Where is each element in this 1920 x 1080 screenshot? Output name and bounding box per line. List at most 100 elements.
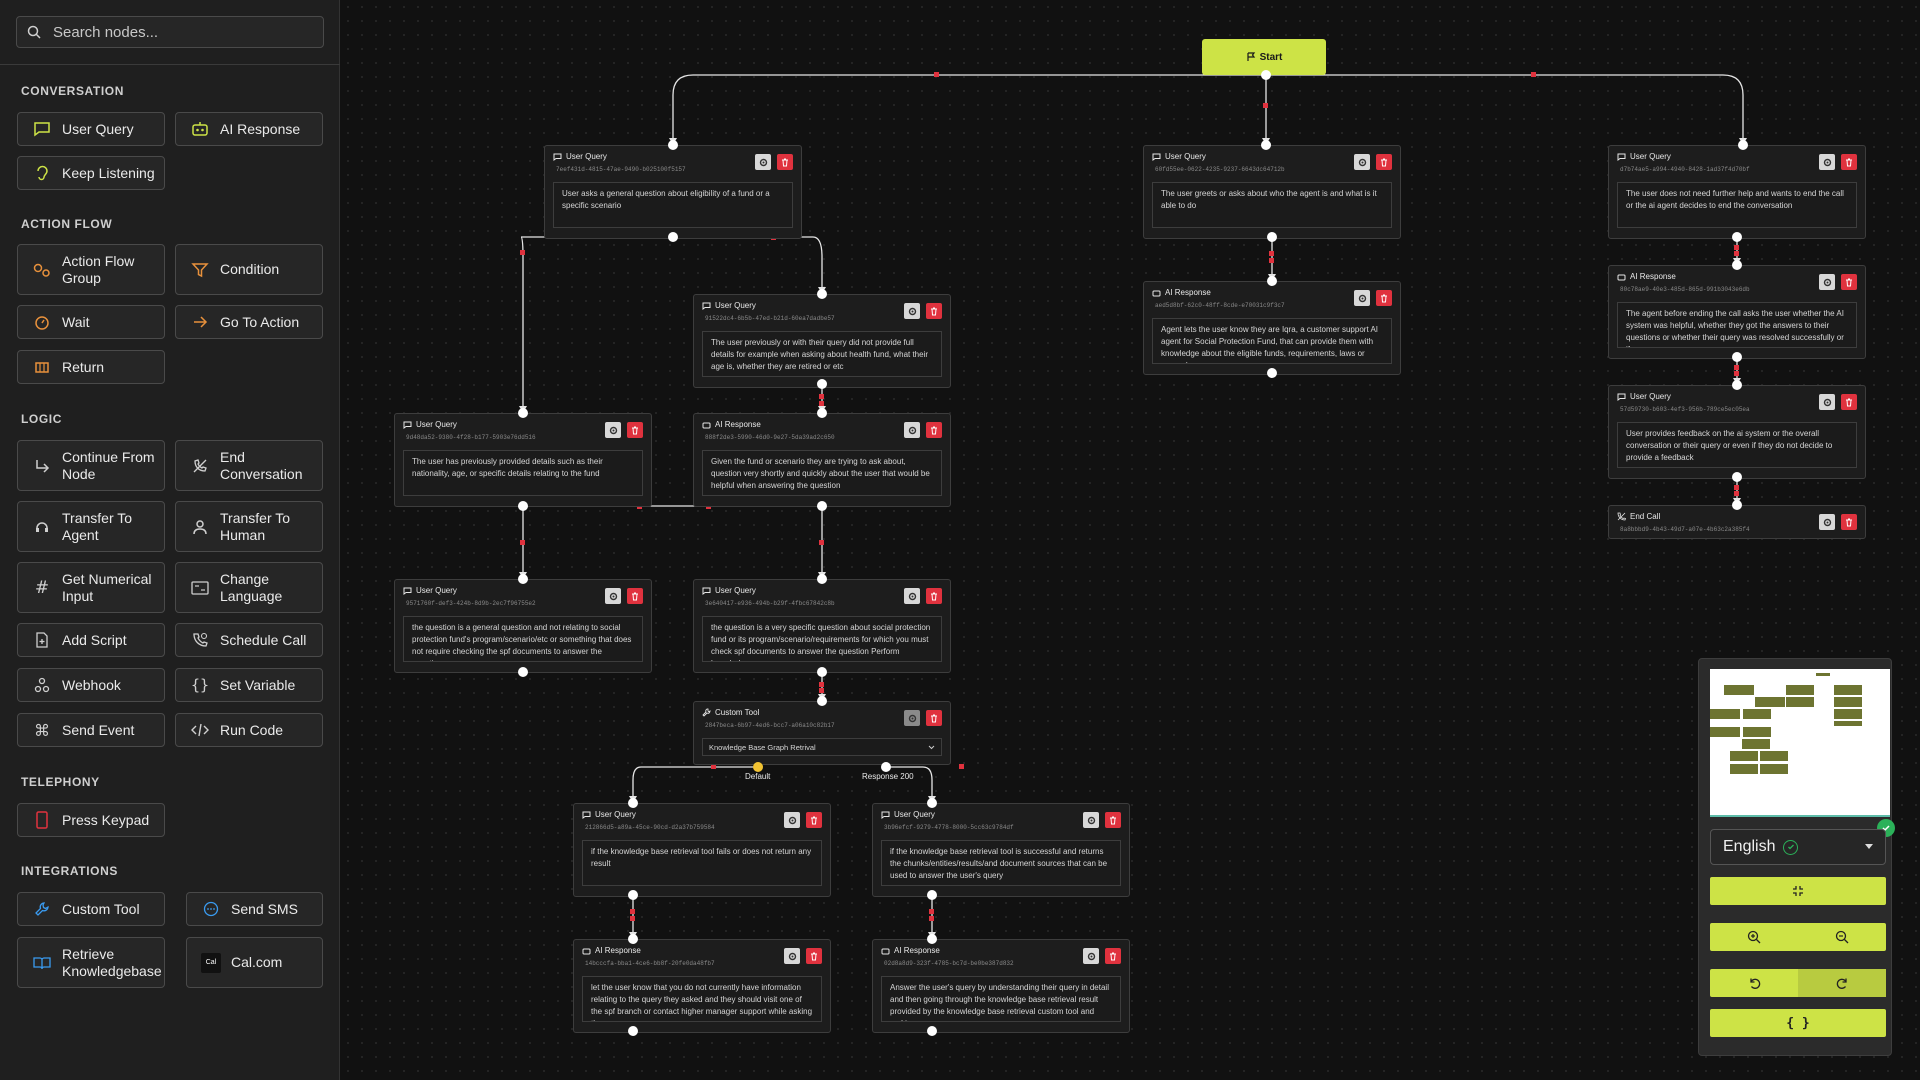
handle-out-response-200[interactable] — [881, 762, 891, 772]
node-description[interactable]: if the knowledge base retrieval tool fai… — [582, 840, 822, 886]
palette-keep-listening[interactable]: Keep Listening — [17, 156, 165, 190]
palette-change-language[interactable]: Change Language — [175, 562, 323, 613]
palette-transfer-to-human[interactable]: Transfer To Human — [175, 501, 323, 552]
zoom-out-button[interactable] — [1798, 923, 1886, 951]
node-n11[interactable]: AI Response 02d8a8d9-323f-4785-bc7d-be0b… — [872, 939, 1130, 1033]
handle-in[interactable] — [1732, 500, 1742, 510]
node-description[interactable]: User provides feedback on the ai system … — [1617, 422, 1857, 468]
node-n2[interactable]: User Query 91522dc4-6b5b-47ed-b21d-60ea7… — [693, 294, 951, 388]
handle-out[interactable] — [1732, 472, 1742, 482]
node-description[interactable]: The user does not need further help and … — [1617, 182, 1857, 228]
node-description[interactable]: the question is a very specific question… — [702, 616, 942, 662]
handle-out[interactable] — [817, 501, 827, 511]
node-delete-button[interactable] — [926, 303, 942, 319]
handle-in[interactable] — [518, 574, 528, 584]
handle-in[interactable] — [518, 408, 528, 418]
palette-run-code[interactable]: Run Code — [175, 713, 323, 747]
node-n1[interactable]: User Query 7eef431d-4815-47ae-9490-b0251… — [544, 145, 802, 239]
node-n17[interactable]: End Call 8a8bbbd9-4b43-49d7-a07e-4b63c2a… — [1608, 505, 1866, 539]
node-description[interactable]: The user previously or with their query … — [702, 331, 942, 377]
handle-in[interactable] — [1732, 380, 1742, 390]
palette-custom-tool[interactable]: Custom Tool — [17, 892, 165, 926]
node-description[interactable]: The user has previously provided details… — [403, 450, 643, 496]
node-n15[interactable]: AI Response 80c78ae9-40e3-485d-865d-991b… — [1608, 265, 1866, 359]
redo-button[interactable] — [1798, 969, 1886, 997]
node-n14[interactable]: User Query d7b74ae5-a994-4940-8428-1ad37… — [1608, 145, 1866, 239]
node-delete-button[interactable] — [926, 422, 942, 438]
node-settings-button[interactable] — [1819, 154, 1835, 170]
node-description[interactable]: Agent lets the user know they are Iqra, … — [1152, 318, 1392, 364]
palette-ai-response[interactable]: AI Response — [175, 112, 323, 146]
node-delete-button[interactable] — [806, 948, 822, 964]
handle-in[interactable] — [1732, 260, 1742, 270]
handle-in[interactable] — [628, 934, 638, 944]
handle-in[interactable] — [1738, 140, 1748, 150]
node-settings-button[interactable] — [784, 812, 800, 828]
palette-webhook[interactable]: Webhook — [17, 668, 165, 702]
node-settings-button[interactable] — [904, 588, 920, 604]
node-delete-button[interactable] — [627, 422, 643, 438]
handle-in[interactable] — [817, 696, 827, 706]
palette-send-event[interactable]: ⌘ Send Event — [17, 713, 165, 747]
node-delete-button[interactable] — [926, 588, 942, 604]
node-settings-button[interactable] — [1354, 154, 1370, 170]
node-delete-button[interactable] — [1105, 812, 1121, 828]
palette-end-conversation[interactable]: End Conversation — [175, 440, 323, 491]
zoom-in-button[interactable] — [1710, 923, 1798, 951]
palette-schedule-call[interactable]: Schedule Call — [175, 623, 323, 657]
palette-cal-com[interactable]: Cal Cal.com — [186, 937, 323, 988]
handle-out[interactable] — [1267, 368, 1277, 378]
handle-in[interactable] — [628, 798, 638, 808]
handle-out[interactable] — [817, 379, 827, 389]
node-n5[interactable]: User Query 9571760f-def3-424b-8d9b-2ec7f… — [394, 579, 652, 673]
node-n13[interactable]: AI Response aed5d8bf-62c0-48ff-8cde-e700… — [1143, 281, 1401, 375]
node-settings-button[interactable] — [904, 422, 920, 438]
node-description[interactable]: The user greets or asks about who the ag… — [1152, 182, 1392, 228]
node-description[interactable]: the question is a general question and n… — [403, 616, 643, 662]
node-settings-button[interactable] — [1354, 290, 1370, 306]
node-description[interactable]: let the user know that you do not curren… — [582, 976, 822, 1022]
node-n8[interactable]: User Query 212866d5-a89a-45ce-90cd-d2a37… — [573, 803, 831, 897]
palette-add-script[interactable]: Add Script — [17, 623, 165, 657]
handle-out[interactable] — [1732, 232, 1742, 242]
node-n6[interactable]: User Query 3e640417-e936-494b-b29f-4fbc6… — [693, 579, 951, 673]
handle-out[interactable] — [518, 667, 528, 677]
search-box[interactable] — [16, 16, 324, 48]
handle-in[interactable] — [1267, 276, 1277, 286]
node-n12[interactable]: User Query 60fd55ee-0622-4235-9237-6643d… — [1143, 145, 1401, 239]
node-description[interactable]: Given the fund or scenario they are tryi… — [702, 450, 942, 496]
palette-continue-from-node[interactable]: Continue From Node — [17, 440, 165, 491]
palette-wait[interactable]: Wait — [17, 305, 165, 339]
node-delete-button[interactable] — [926, 710, 942, 726]
handle-in[interactable] — [817, 574, 827, 584]
minimap[interactable] — [1710, 669, 1890, 817]
handle-out[interactable] — [628, 890, 638, 900]
node-settings-button[interactable] — [605, 422, 621, 438]
palette-action-flow-group[interactable]: Action Flow Group — [17, 244, 165, 295]
handle-in[interactable] — [817, 408, 827, 418]
palette-send-sms[interactable]: Send SMS — [186, 892, 323, 926]
node-description[interactable]: The agent before ending the call asks th… — [1617, 302, 1857, 348]
node-delete-button[interactable] — [1376, 154, 1392, 170]
node-delete-button[interactable] — [1105, 948, 1121, 964]
palette-press-keypad[interactable]: Press Keypad — [17, 803, 165, 837]
tool-select[interactable]: Knowledge Base Graph Retrival — [702, 738, 942, 756]
node-description[interactable]: Answer the user's query by understanding… — [881, 976, 1121, 1022]
node-delete-button[interactable] — [627, 588, 643, 604]
handle-in[interactable] — [668, 140, 678, 150]
node-delete-button[interactable] — [1376, 290, 1392, 306]
node-delete-button[interactable] — [1841, 274, 1857, 290]
handle-out[interactable] — [1732, 352, 1742, 362]
handle-out-default[interactable] — [753, 762, 763, 772]
node-delete-button[interactable] — [1841, 154, 1857, 170]
handle-out[interactable] — [1267, 232, 1277, 242]
node-settings-button[interactable] — [1083, 948, 1099, 964]
palette-transfer-to-agent[interactable]: Transfer To Agent — [17, 501, 165, 552]
node-settings-button[interactable] — [904, 303, 920, 319]
language-select[interactable]: English — [1710, 829, 1886, 865]
start-node[interactable]: Start — [1202, 39, 1326, 75]
node-settings-button[interactable] — [1083, 812, 1099, 828]
node-settings-button[interactable] — [1819, 394, 1835, 410]
node-settings-button[interactable] — [1819, 274, 1835, 290]
node-n4[interactable]: AI Response 888f2de3-5990-46d0-9e27-5da3… — [693, 413, 951, 507]
